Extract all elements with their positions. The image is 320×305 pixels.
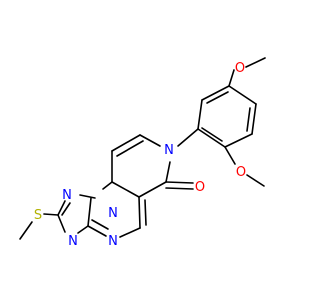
bond — [91, 219, 109, 230]
bond — [224, 133, 253, 148]
bond — [144, 199, 147, 226]
bond — [57, 214, 66, 233]
bond — [139, 134, 161, 147]
bond — [246, 174, 265, 187]
bond — [19, 221, 33, 240]
bond — [197, 128, 226, 148]
bond — [111, 181, 140, 198]
bond — [119, 227, 141, 238]
bond — [206, 91, 229, 104]
bond — [77, 225, 89, 234]
oxygen-atom-label: O — [235, 61, 245, 76]
bond — [87, 197, 92, 227]
bond — [251, 103, 257, 135]
structure-canvas: O O O N N N N N S — [19, 57, 266, 249]
bond — [43, 213, 59, 216]
bond — [87, 225, 107, 237]
nitrogen-atom-label: N — [164, 143, 174, 158]
nitrogen-atom-label: N — [68, 234, 78, 249]
molecule-diagram: O O O N N N N N S — [19, 57, 266, 249]
bonds — [19, 57, 266, 240]
bond — [177, 128, 199, 147]
atom-labels: O O O N N N N N S — [34, 61, 246, 249]
bond — [224, 146, 236, 165]
bond — [228, 69, 235, 87]
bond — [138, 181, 167, 198]
bond — [111, 134, 141, 152]
bond — [61, 202, 71, 216]
bond — [138, 196, 141, 229]
bond — [57, 200, 66, 216]
bond — [246, 107, 251, 132]
bond — [245, 57, 266, 68]
bond — [165, 187, 194, 190]
oxygen-atom-label: O — [195, 180, 205, 195]
oxygen-atom-label: O — [236, 165, 246, 180]
sulfur-atom-label: S — [34, 208, 42, 223]
bond — [165, 181, 194, 184]
bond — [102, 181, 113, 190]
bond — [228, 85, 257, 105]
bond — [201, 85, 230, 101]
bond — [116, 140, 144, 157]
bond — [197, 99, 203, 130]
bond — [79, 194, 96, 199]
nitrogen-atom-label: N — [108, 234, 118, 249]
nitrogen-atom-label: N — [108, 206, 118, 221]
bond — [165, 161, 171, 183]
bond — [201, 127, 223, 142]
nitrogen-atom-label: N — [62, 188, 72, 203]
